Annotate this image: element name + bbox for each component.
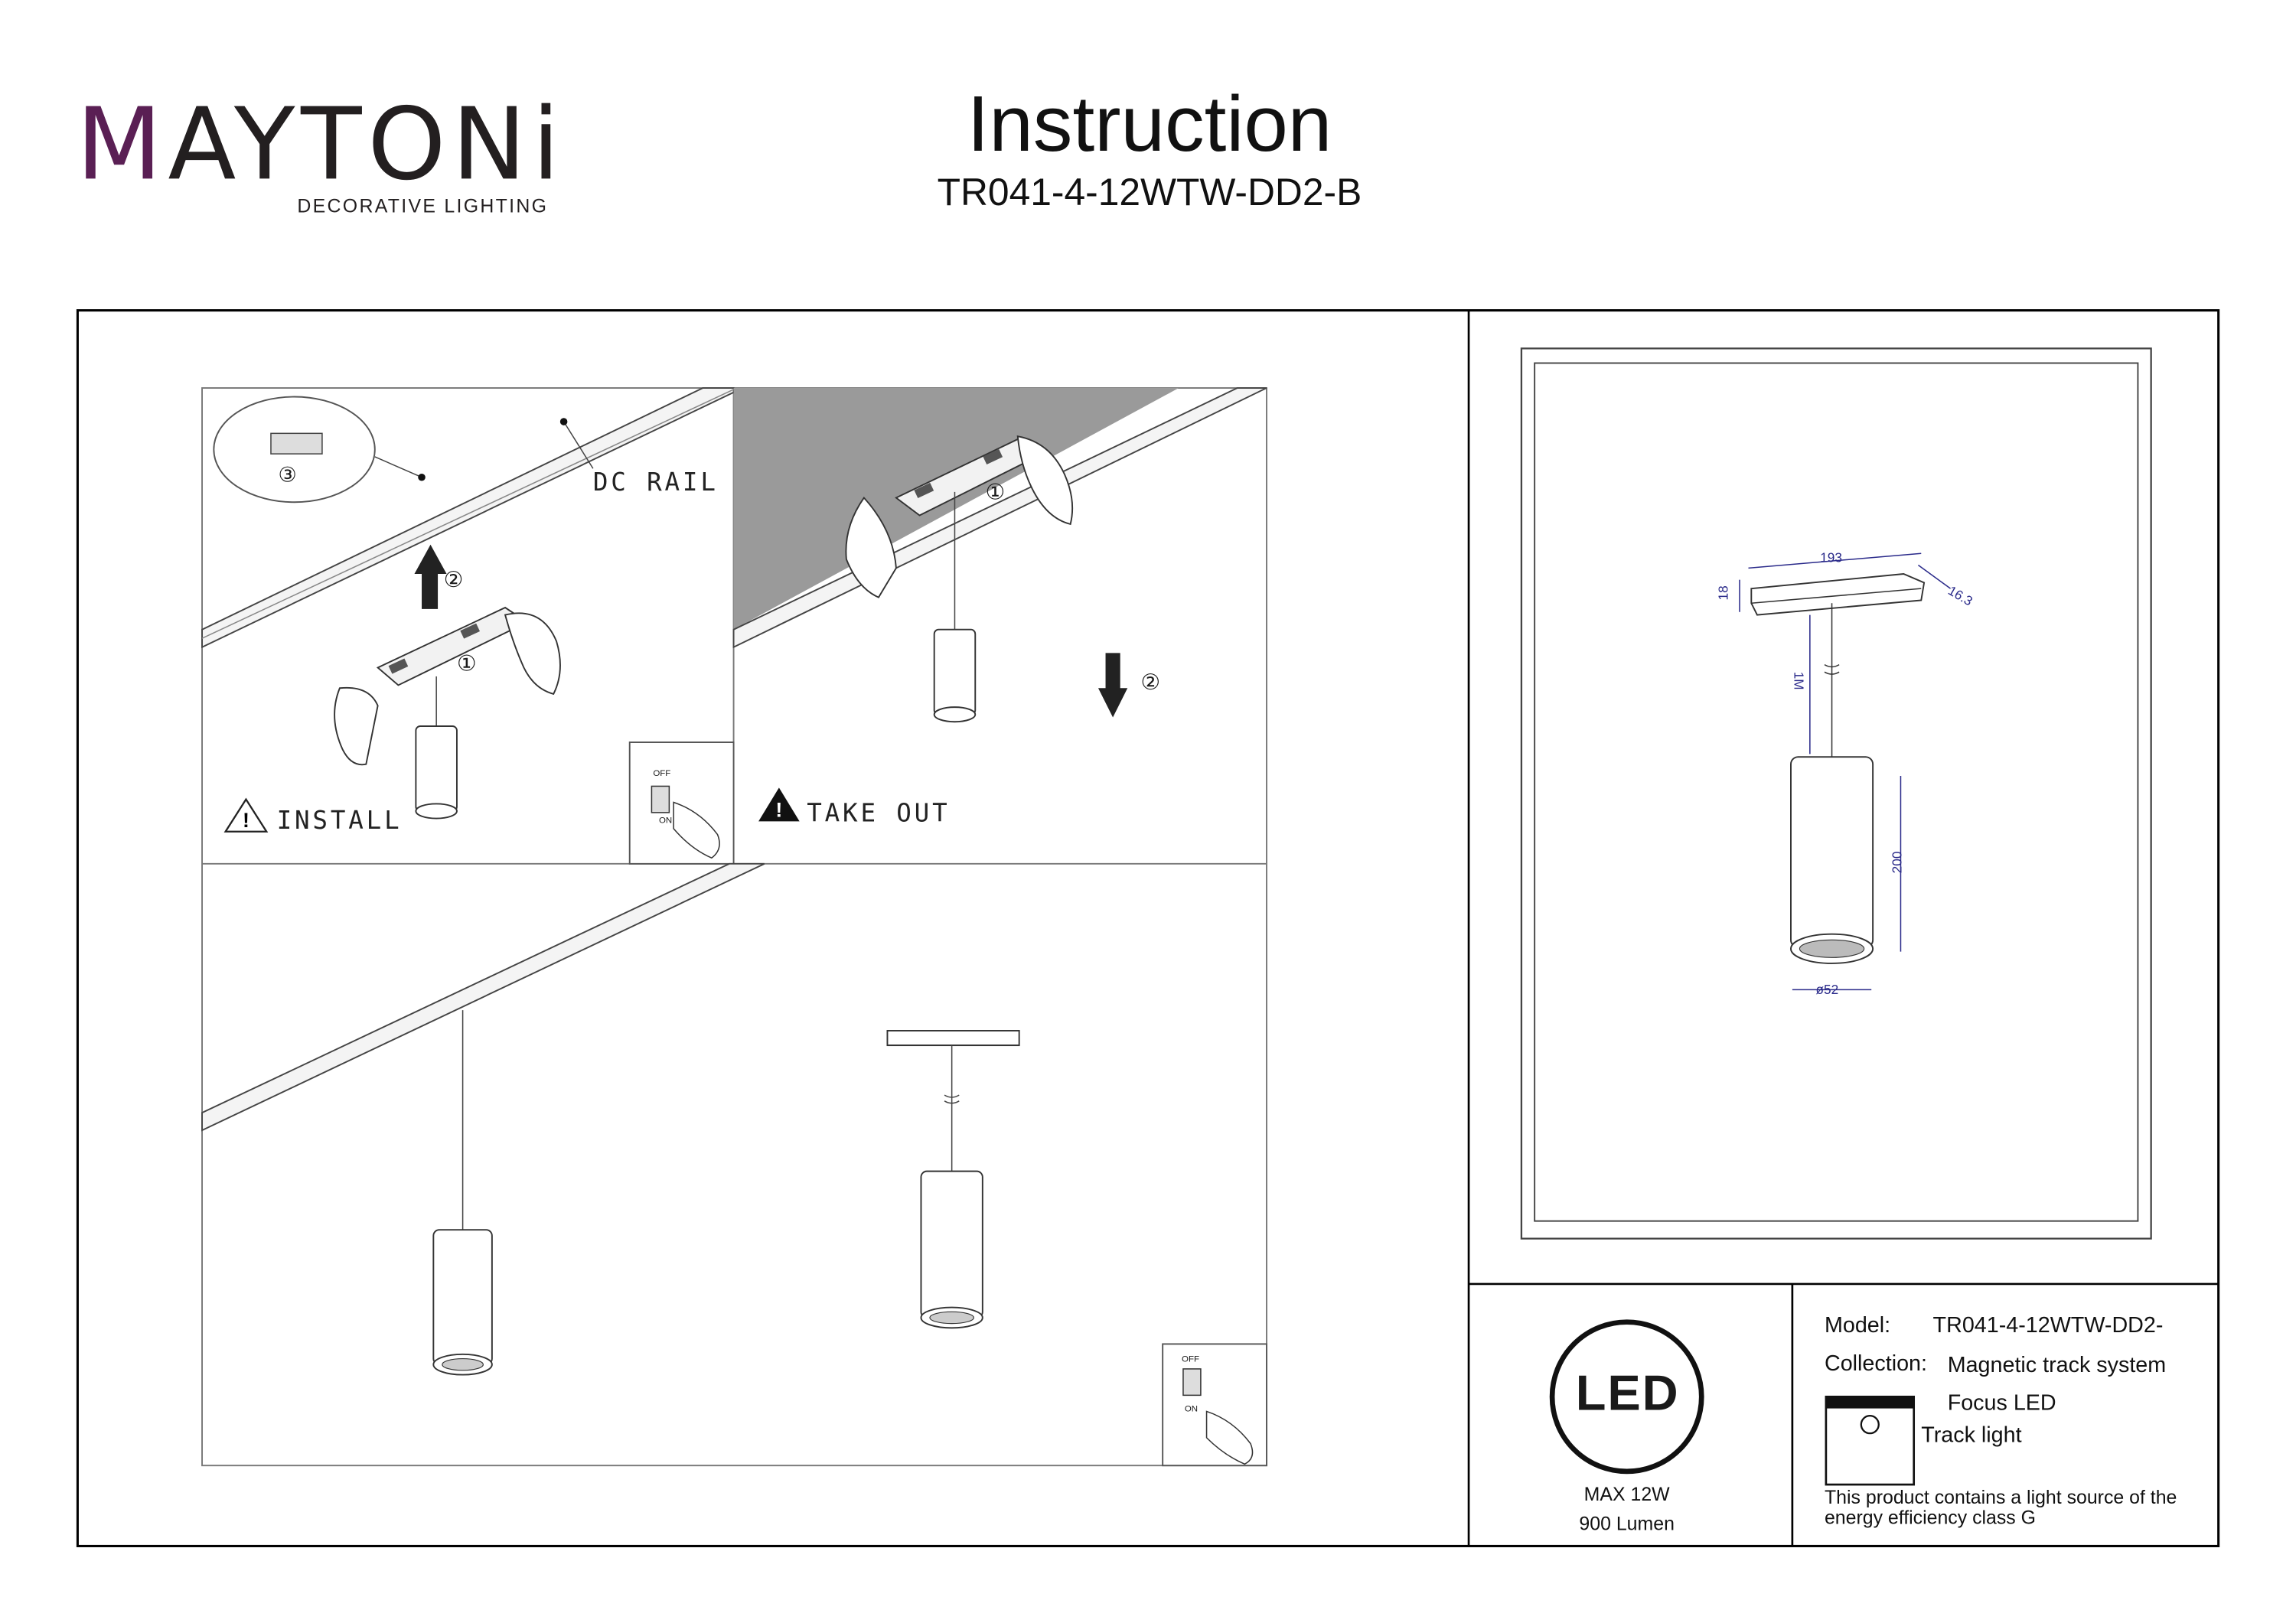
warning-icon (758, 787, 800, 822)
step-2-label: ② (443, 568, 464, 593)
step-3-label: ③ (278, 462, 297, 487)
model-value: TR041-4-12WTW-DD2- (1932, 1313, 2164, 1338)
light-source-icon (1825, 1395, 1916, 1486)
switch-on-label: ON (1184, 1405, 1199, 1415)
product-type: Track light (1921, 1423, 2022, 1449)
max-power: MAX 12W (1583, 1483, 1670, 1505)
dim-body-height: 200 (1890, 851, 1905, 874)
rail-mounted-drawing (201, 862, 765, 1132)
svg-text:!: ! (775, 799, 782, 822)
led-circle-icon (1549, 1319, 1704, 1475)
dim-cable: 1M (1791, 671, 1806, 690)
dim-length: 193 (1820, 550, 1842, 565)
up-arrow-icon (414, 544, 447, 609)
step-1-label: ① (456, 651, 477, 676)
energy-note-line2: energy efficiency class G (1824, 1506, 2037, 1529)
technical-drawing-frame (1520, 347, 2152, 1240)
step-2-label: ② (1140, 670, 1161, 696)
logo-accent-letter: M (76, 87, 168, 204)
collection-label: Collection: (1824, 1351, 1927, 1377)
switch-off-label: OFF (653, 770, 671, 779)
dim-diameter: ø52 (1815, 982, 1839, 997)
right-hand-icon (504, 612, 561, 696)
step-1-label: ① (985, 480, 1006, 506)
svg-text:!: ! (243, 809, 249, 832)
left-hand-icon (334, 686, 379, 766)
switch-off-label: OFF (1182, 1355, 1199, 1365)
series-name: Focus LED (1947, 1390, 2056, 1416)
zoom-callout (213, 396, 376, 504)
collection-value: Magnetic track system (1947, 1352, 2167, 1378)
brand-logo: MAYTONi (76, 96, 566, 196)
energy-note-line1: This product contains a light source of … (1824, 1485, 2177, 1508)
document-title: Instruction (967, 80, 1332, 169)
switch-on-label: ON (658, 816, 673, 826)
left-hand-icon (845, 496, 897, 598)
take-out-caption: TAKE OUT (807, 799, 951, 829)
down-arrow-icon (1097, 653, 1128, 718)
rail-label: DC RAIL (592, 468, 719, 498)
install-caption: INSTALL (276, 807, 403, 836)
luminous-flux: 900 Lumen (1579, 1512, 1675, 1535)
dim-height: 18 (1716, 585, 1731, 601)
pendant-lamp-standalone (886, 1030, 1020, 1329)
logo-text: AYTONi (168, 87, 566, 204)
model-label: Model: (1824, 1313, 1891, 1338)
brand-tagline: DECORATIVE LIGHTING (297, 194, 549, 217)
pendant-lamp-mounted (432, 1229, 493, 1366)
right-hand-icon (1016, 435, 1074, 526)
dc-rail-drawing (201, 387, 735, 649)
ceiling-shade (733, 388, 1179, 630)
model-code: TR041-4-12WTW-DD2-B (937, 169, 1362, 214)
warning-icon (223, 797, 269, 833)
dimension-drawing (1739, 552, 1951, 991)
led-icon-text: LED (1575, 1366, 1680, 1422)
